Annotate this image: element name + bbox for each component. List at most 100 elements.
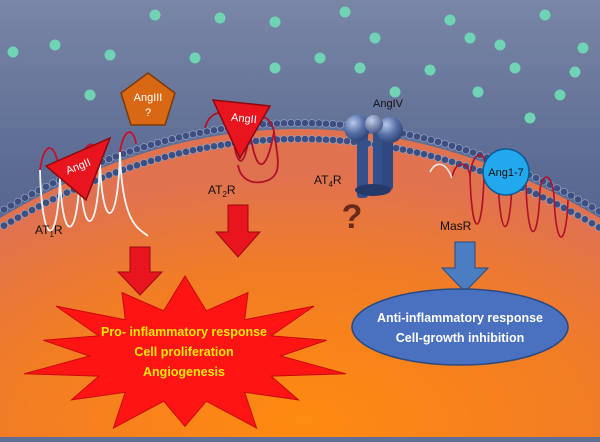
lipid-head	[595, 207, 600, 216]
lipid-head	[280, 135, 288, 144]
lipid-head	[203, 127, 211, 136]
lipid-head	[224, 140, 232, 149]
lipid-head	[147, 141, 155, 149]
arrow-at1r-down	[116, 246, 164, 296]
lipid-head	[329, 136, 337, 144]
lipid-head	[203, 143, 211, 152]
anti-inflammatory-text: Anti-inflammatory response	[377, 311, 543, 325]
angiv-ligand	[365, 115, 383, 133]
lipid-head	[105, 155, 113, 163]
lipid-head	[217, 141, 225, 150]
angiii-ligand: AngIII ?	[120, 72, 176, 126]
lipid-head	[7, 201, 15, 210]
lipid-head	[49, 179, 57, 188]
lipid-head	[434, 153, 442, 162]
angii-label-mid: AngII	[230, 112, 257, 127]
lipid-head	[154, 139, 162, 147]
lipid-head	[406, 131, 414, 139]
extracellular-particles	[7, 6, 589, 124]
extracellular-particle	[84, 89, 96, 101]
extracellular-particle	[554, 89, 566, 101]
angii-ligand-left: AngII	[44, 136, 112, 202]
ang17-ligand: Ang1-7	[482, 148, 530, 196]
angiv-label: AngIV	[373, 98, 404, 110]
lipid-head	[308, 119, 316, 128]
lipid-head	[273, 119, 281, 128]
at4r-head-right	[377, 117, 403, 143]
extracellular-particle	[494, 39, 506, 51]
lipid-head	[469, 148, 477, 157]
lipid-head	[560, 188, 568, 196]
lipid-head	[413, 148, 421, 157]
extracellular-particle	[577, 42, 589, 54]
lipid-head	[21, 209, 29, 218]
lipid-head	[175, 133, 183, 142]
lipid-head	[392, 144, 400, 153]
extracellular-particle	[472, 86, 484, 98]
lipid-head	[210, 142, 218, 151]
lipid-head	[147, 157, 155, 165]
lipid-head	[168, 151, 176, 160]
lipid-head	[399, 145, 407, 154]
extracellular-particle	[569, 66, 581, 78]
lipid-head	[189, 146, 197, 155]
lipid-head	[294, 135, 302, 143]
lipid-head	[210, 126, 218, 135]
extracellular-particle	[524, 112, 536, 124]
lipid-head	[553, 184, 561, 193]
extracellular-particle	[339, 6, 351, 18]
lipid-head	[532, 190, 540, 198]
lipid-head	[448, 157, 456, 166]
lipid-head	[441, 155, 449, 164]
extracellular-particle	[424, 64, 436, 76]
lipid-head	[588, 203, 596, 212]
extracellular-particle	[49, 39, 61, 51]
membrane-outer-leaflet	[0, 119, 600, 216]
lipid-head	[28, 190, 36, 198]
extracellular-particle	[149, 9, 161, 21]
masr-label: MasR	[440, 219, 472, 233]
at2r-label: AT2R	[208, 183, 236, 199]
ang17-label: Ang1-7	[488, 167, 523, 179]
lipid-head	[175, 149, 183, 158]
extracellular-particle	[214, 12, 226, 24]
lipid-head	[49, 195, 57, 204]
lipid-head	[14, 197, 22, 206]
angii-ligand-mid: AngII	[211, 99, 272, 160]
lipid-head	[455, 144, 463, 152]
lipid-head	[63, 188, 71, 197]
lipid-head	[217, 125, 225, 134]
at4r-label: AT4R	[314, 173, 342, 189]
lipid-head	[252, 137, 260, 145]
lipid-head	[567, 191, 575, 200]
extracellular-particle	[539, 9, 551, 21]
lipid-head	[168, 135, 176, 144]
lipid-head	[280, 119, 288, 128]
lipid-head	[322, 119, 330, 128]
lipid-head	[343, 137, 351, 146]
lipid-head	[588, 219, 596, 228]
lipid-head	[287, 135, 295, 143]
cell-proliferation-text: Cell proliferation	[134, 345, 233, 359]
lipid-head	[126, 163, 134, 172]
arrow-at2r-down	[214, 204, 262, 258]
lipid-head	[420, 150, 428, 159]
extracellular-particle	[314, 52, 326, 64]
lipid-head	[560, 204, 568, 212]
lipid-head	[567, 207, 575, 216]
lipid-head	[133, 161, 141, 170]
lipid-head	[182, 147, 190, 156]
at4r-receptor	[344, 115, 403, 198]
lipid-head	[308, 135, 316, 144]
cell-growth-inhibition-text: Cell-growth inhibition	[396, 331, 524, 345]
extracellular-particle	[444, 14, 456, 26]
lipid-head	[14, 213, 22, 222]
extracellular-particle	[269, 62, 281, 74]
at4r-head-left	[344, 115, 370, 141]
extracellular-particle	[369, 32, 381, 44]
lipid-head	[581, 199, 589, 208]
lipid-head	[7, 217, 15, 226]
extracellular-particle	[189, 52, 201, 64]
